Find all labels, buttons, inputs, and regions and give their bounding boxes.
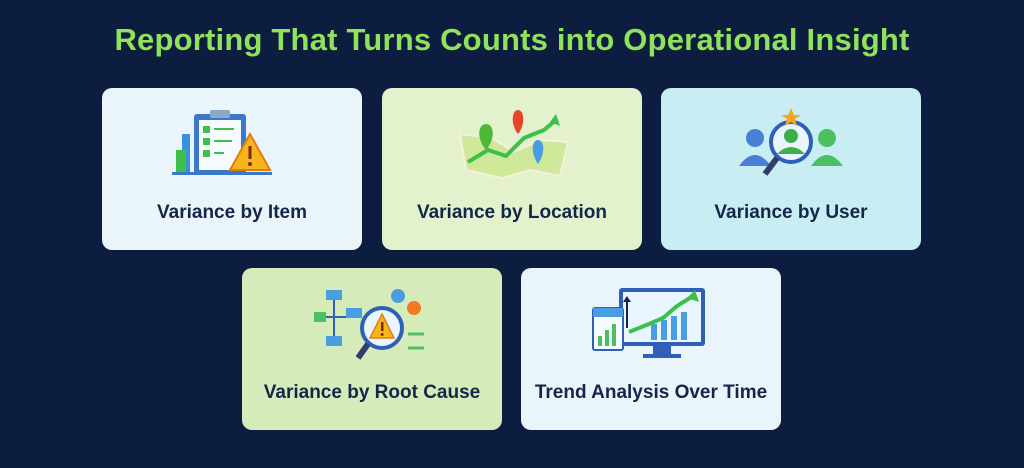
card-label: Variance by User — [714, 202, 868, 223]
card-label: Variance by Location — [416, 202, 608, 223]
trend-monitor-icon — [592, 288, 705, 358]
process-warning-icon — [314, 289, 424, 360]
card-variance-by-item: Variance by Item — [102, 88, 362, 250]
page-title: Reporting That Turns Counts into Operati… — [114, 22, 910, 57]
user-search-icon — [739, 108, 843, 176]
card-trend-analysis-over-time: Trend Analysis Over Time — [521, 268, 781, 430]
clipboard-warning-icon — [172, 110, 272, 175]
card-variance-by-user: Variance by User — [661, 88, 921, 250]
map-pins-icon — [458, 110, 570, 180]
card-variance-by-root-cause: Variance by Root Cause — [242, 268, 502, 430]
card-label: Variance by Item — [157, 202, 307, 223]
card-label: Variance by Root Cause — [263, 382, 481, 403]
card-variance-by-location: Variance by Location — [382, 88, 642, 250]
card-label: Trend Analysis Over Time — [534, 382, 768, 403]
